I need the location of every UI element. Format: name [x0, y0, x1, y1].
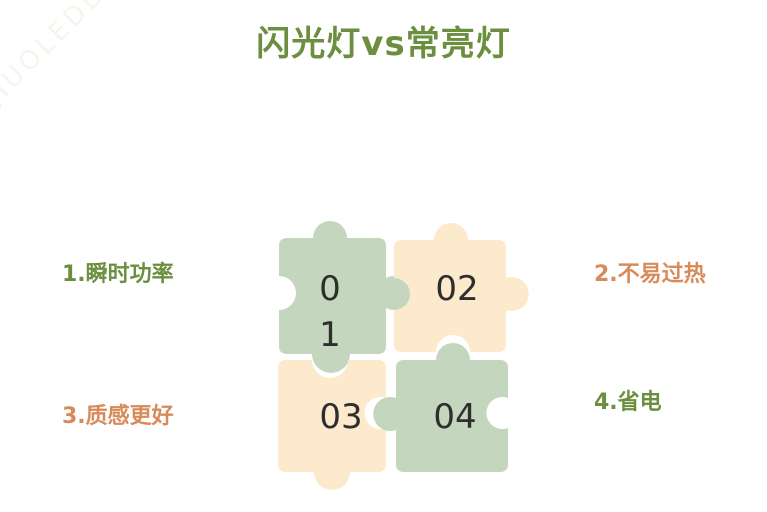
item-label-4: 4.省电: [594, 390, 662, 415]
piece-number-02: 02: [435, 269, 479, 309]
item-label-2: 2.不易过热: [594, 262, 706, 287]
puzzle-piece-03: [278, 360, 386, 490]
piece-number-01: 0 1: [308, 266, 352, 358]
puzzle-piece-02: [394, 223, 529, 352]
item-label-1: 1.瞬时功率: [62, 262, 174, 287]
piece-number-04: 04: [433, 397, 477, 437]
item-label-3: 3.质感更好: [62, 404, 174, 429]
puzzle-piece-01: [279, 221, 412, 373]
piece-number-03: 03: [319, 397, 363, 437]
puzzle-piece-04: [373, 343, 508, 472]
piece-number-01-text: 0 1: [319, 269, 341, 355]
page-title: 闪光灯vs常亮灯: [256, 24, 511, 64]
